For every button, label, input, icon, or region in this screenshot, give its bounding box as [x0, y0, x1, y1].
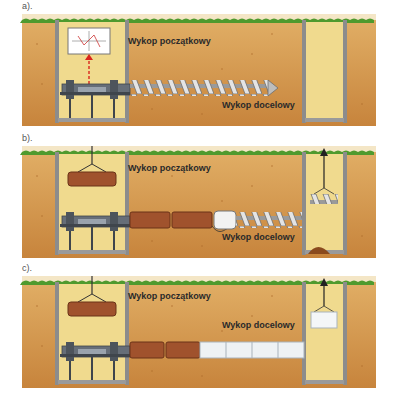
pit-label: Wykop docelowy	[222, 232, 295, 243]
steel-pipe-hanging	[311, 312, 337, 328]
panel-heading: c).	[22, 263, 32, 273]
pit-label: Wykop początkowy	[128, 291, 211, 302]
pit-label: Wykop docelowy	[222, 320, 295, 331]
auger-segment	[310, 194, 338, 204]
pit-label: Wykop początkowy	[128, 36, 211, 47]
steel-pipe	[200, 342, 304, 358]
pit-label: Wykop początkowy	[128, 163, 211, 174]
panel-c-art	[20, 276, 376, 388]
panel-b-art	[20, 146, 376, 258]
panel: b).	[22, 146, 376, 258]
laser-target	[68, 28, 110, 54]
spoil-pile	[308, 247, 330, 254]
pit-label: Wykop docelowy	[222, 100, 295, 111]
cutting-head	[214, 211, 236, 229]
concrete-pipe	[130, 212, 170, 228]
panel-a-art	[20, 14, 376, 126]
panel-heading: a).	[22, 1, 33, 11]
panel: a).	[22, 14, 376, 126]
panel-heading: b).	[22, 133, 33, 143]
auger	[130, 80, 268, 96]
